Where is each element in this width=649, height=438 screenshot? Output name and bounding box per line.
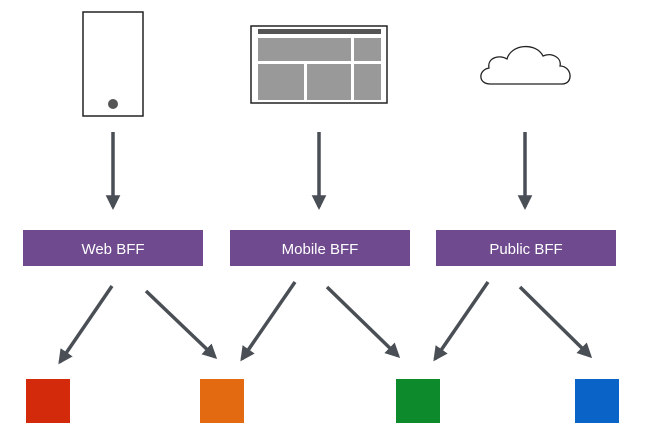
mobile-phone-icon — [82, 11, 144, 117]
service-box-red — [26, 379, 70, 423]
bff-web: Web BFF — [23, 230, 203, 266]
arrow-public-bff-to-service-3 — [433, 281, 490, 362]
service-arrows — [58, 281, 593, 365]
cloud-icon — [480, 45, 571, 85]
service-box-green — [396, 379, 440, 423]
client-arrows — [105, 132, 533, 210]
arrow-mobile-bff-to-service-3 — [325, 285, 401, 359]
arrow-public-bff-to-service-4 — [518, 285, 593, 359]
web-browser-icon — [250, 25, 388, 104]
bff-public: Public BFF — [436, 230, 616, 266]
bff-public-label: Public BFF — [489, 241, 562, 258]
arrow-mobile-bff-to-service-2 — [240, 281, 297, 362]
bff-mobile: Mobile BFF — [230, 230, 410, 266]
bff-mobile-label: Mobile BFF — [282, 241, 359, 258]
service-box-blue — [575, 379, 619, 423]
service-box-orange — [200, 379, 244, 423]
arrow-web-bff-to-service-1 — [58, 285, 114, 365]
arrow-web-bff-to-service-2 — [144, 289, 218, 360]
bff-web-label: Web BFF — [81, 241, 144, 258]
